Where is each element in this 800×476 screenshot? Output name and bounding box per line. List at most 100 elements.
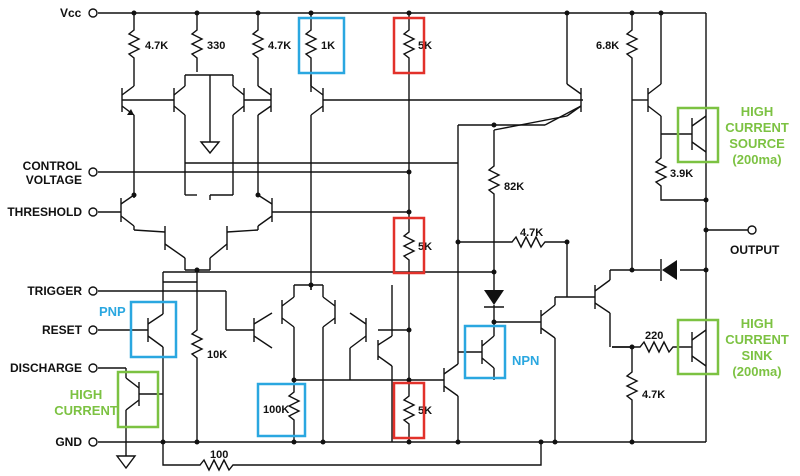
resistor-r6-label: 6.8K xyxy=(596,40,619,52)
transistor-q14 xyxy=(377,335,393,367)
reset-label: RESET xyxy=(42,323,83,337)
transistor-q11 xyxy=(294,284,336,345)
red-box-5k-top xyxy=(392,16,426,75)
resistor-r1-label: 4.7K xyxy=(145,40,168,52)
gnd-terminal xyxy=(88,437,98,447)
output-label: OUTPUT xyxy=(730,243,780,257)
sink-label-2: CURRENT xyxy=(725,332,789,347)
resistor-r1 xyxy=(127,13,141,72)
resistor-r9-label: 4.7K xyxy=(520,227,543,239)
resistor-r16 xyxy=(162,442,542,472)
transistor-q8 xyxy=(257,194,273,230)
transistor-q10 xyxy=(281,285,295,345)
source-label-1: HIGH xyxy=(741,104,774,119)
transistors xyxy=(98,13,707,442)
discharge-terminal xyxy=(88,363,98,373)
green-box-high-current xyxy=(116,370,160,429)
resistor-r7 xyxy=(654,140,706,201)
resistor-r11-label: 10K xyxy=(207,349,227,361)
resistor-r5 xyxy=(402,13,416,222)
control-label-1: CONTROL xyxy=(23,159,82,173)
highlight-boxes xyxy=(116,16,720,440)
diodes xyxy=(484,259,677,308)
control-label-2: VOLTAGE xyxy=(26,173,82,187)
resistor-r15 xyxy=(625,347,639,442)
transistor-q5 xyxy=(310,75,583,290)
resistor-r11 xyxy=(190,272,204,442)
pin-terminals xyxy=(88,8,757,447)
resistors: 4.7K 330 4.7K 1K 5K 5K 5K 6.8K 3.9K 82K … xyxy=(127,13,706,472)
transistor-npn xyxy=(458,312,495,380)
transistor-q3 xyxy=(210,74,245,195)
resistor-r13 xyxy=(402,380,416,442)
vcc-terminal xyxy=(88,8,98,18)
green-box-sink xyxy=(676,318,720,376)
annotations: PNP NPN HIGH CURRENT HIGH CURRENT SOURCE… xyxy=(54,104,789,418)
gnd-label: GND xyxy=(55,435,82,449)
discharge-label: DISCHARGE xyxy=(10,361,82,375)
wiring xyxy=(98,162,706,442)
resistor-r15-label: 4.7K xyxy=(642,389,665,401)
resistor-r14 xyxy=(612,340,690,354)
vcc-label: Vcc xyxy=(60,6,82,20)
resistor-r4 xyxy=(304,13,318,92)
output-terminal xyxy=(747,225,757,235)
ground-symbol-bottom xyxy=(115,442,137,470)
transistor-sink xyxy=(690,329,707,367)
resistor-r4-label: 1K xyxy=(321,40,335,52)
high-current-label-2: CURRENT xyxy=(54,403,118,418)
transistor-q13 xyxy=(349,312,409,360)
resistor-r6 xyxy=(625,13,639,270)
source-label-3: SOURCE xyxy=(729,136,785,151)
trigger-terminal xyxy=(88,286,98,296)
diode-output xyxy=(662,260,677,280)
resistor-r3 xyxy=(251,13,265,72)
threshold-terminal xyxy=(88,207,98,217)
diode-trigger xyxy=(484,290,504,305)
transistor-source xyxy=(661,115,707,153)
red-box-5k-bottom xyxy=(392,381,426,440)
transistor-q12 xyxy=(226,312,273,349)
transistor-q15 xyxy=(409,242,459,442)
sink-label-3: SINK xyxy=(741,348,773,363)
trigger-label: TRIGGER xyxy=(27,284,82,298)
resistor-r10 xyxy=(402,222,416,380)
transistor-q16 xyxy=(494,297,556,442)
threshold-label: THRESHOLD xyxy=(7,205,82,219)
source-label-4: (200ma) xyxy=(732,152,781,167)
control-terminal xyxy=(88,167,98,177)
high-current-label-1: HIGH xyxy=(70,387,103,402)
blue-box-pnp xyxy=(129,300,178,359)
transistor-q18 xyxy=(457,13,582,242)
resistor-r16-label: 100 xyxy=(210,449,228,461)
resistor-r9 xyxy=(458,235,567,249)
resistor-r8 xyxy=(487,130,501,272)
resistor-r2-label: 330 xyxy=(207,40,225,52)
resistor-r14-label: 220 xyxy=(645,330,663,342)
transistor-q4 xyxy=(244,72,272,195)
transistor-q1 xyxy=(121,72,135,195)
transistor-q7 xyxy=(133,163,197,270)
supply-rails xyxy=(98,12,707,443)
transistor-q6 xyxy=(120,194,135,230)
sink-label-1: HIGH xyxy=(741,316,774,331)
blue-box-100k xyxy=(256,382,307,438)
red-box-5k-mid xyxy=(392,216,426,275)
transistor-q17 xyxy=(555,242,632,347)
source-label-2: CURRENT xyxy=(725,120,789,135)
blue-box-npn xyxy=(463,324,507,380)
resistor-r7-label: 3.9K xyxy=(670,168,693,180)
npn-label: NPN xyxy=(512,353,539,368)
ground-symbol-top xyxy=(199,141,221,155)
green-box-source xyxy=(676,106,720,164)
resistor-r3-label: 4.7K xyxy=(268,40,291,52)
transistor-q19 xyxy=(632,13,662,140)
pin-labels: Vcc CONTROL VOLTAGE THRESHOLD TRIGGER RE… xyxy=(7,6,780,449)
resistor-r2 xyxy=(190,13,204,72)
transistor-q2 xyxy=(122,74,211,163)
pnp-label: PNP xyxy=(99,304,126,319)
resistor-r8-label: 82K xyxy=(504,181,524,193)
reset-terminal xyxy=(88,325,98,335)
